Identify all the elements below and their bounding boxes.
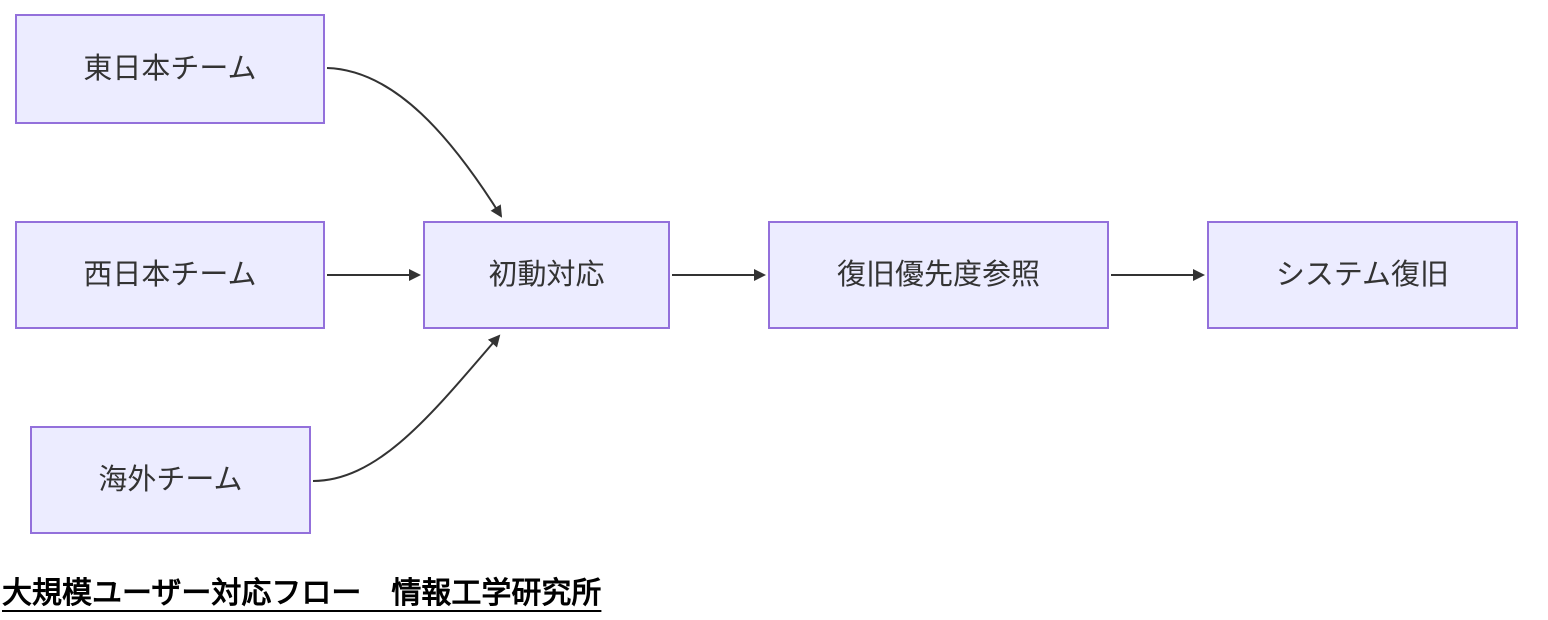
node-initial-response: 初動対応 — [423, 221, 670, 329]
node-west-japan-team: 西日本チーム — [15, 221, 325, 329]
edge-east-to-initial — [326, 67, 503, 218]
node-system-recovery: システム復旧 — [1207, 221, 1518, 329]
node-recovery-priority: 復旧優先度参照 — [768, 221, 1109, 329]
node-east-japan-team: 東日本チーム — [15, 14, 325, 124]
node-overseas-team: 海外チーム — [30, 426, 311, 534]
node-label: 東日本チーム — [83, 52, 257, 85]
node-label: 西日本チーム — [83, 258, 257, 291]
node-label: 初動対応 — [488, 258, 605, 291]
node-label: 海外チーム — [98, 463, 243, 496]
diagram-caption: 大規模ユーザー対応フロー 情報工学研究所 — [2, 577, 602, 610]
node-label: 復旧優先度参照 — [836, 258, 1040, 291]
edge-overseas-to-initial — [312, 334, 501, 482]
node-label: システム復旧 — [1275, 258, 1450, 291]
